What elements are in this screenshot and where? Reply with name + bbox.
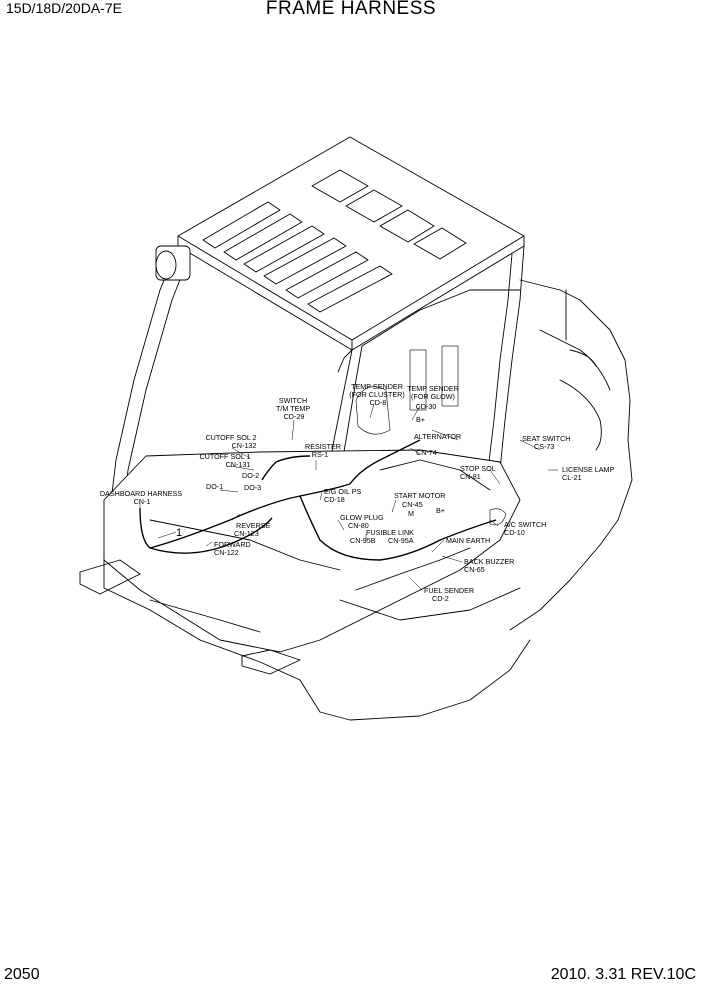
callout-fuel-sender: FUEL SENDER CD-2 <box>424 586 476 603</box>
callout-fusible-link: FUSIBLE LINK <box>366 528 414 537</box>
counterweight <box>509 279 633 631</box>
callout-b-plus-start: B+ <box>436 506 445 515</box>
callout-resister: RESISTER RS-1 <box>305 442 343 459</box>
model-number: 15D/18D/20DA-7E <box>6 0 122 16</box>
callout-dashboard-harness: DASHBOARD HARNESS CN-1 <box>100 489 184 506</box>
harness-wires <box>139 439 497 561</box>
callout-stop-sol: STOP SOL CN-81 <box>460 464 497 481</box>
page-number: 2050 <box>4 966 40 983</box>
callout-back-buzzer: BACK BUZZER CN-65 <box>464 557 516 574</box>
callout-item-1: 1 <box>176 527 182 539</box>
callout-reverse: REVERSE CN-123 <box>234 521 272 538</box>
callout-seat-switch: SEAT SWITCH CS-73 <box>522 434 572 451</box>
page-title: FRAME HARNESS <box>265 0 437 19</box>
leader-lines <box>139 403 558 591</box>
callout-cutoff-sol-1: CUTOFF SOL 1 CN-131 <box>199 452 252 469</box>
callout-labels: TEMP SENDER (FOR CLUSTER) CD-8 TEMP SEND… <box>100 382 616 603</box>
callout-switch-tm-temp: SWITCH T/M TEMP CD-29 <box>276 396 312 421</box>
revision-date: 2010. 3.31 REV.10C <box>550 966 696 983</box>
callout-temp-sender-cluster: TEMP SENDER (FOR CLUSTER) CD-8 <box>349 382 407 407</box>
callout-eg-oil-ps: E/G OIL PS CD-18 <box>324 487 363 504</box>
callout-start-motor: START MOTOR CN-45 <box>394 491 447 509</box>
frame-body <box>79 345 531 721</box>
callout-m-term: M <box>408 509 414 518</box>
callout-do-3: DO-3 <box>244 483 261 492</box>
callout-b-plus-alt: B+ <box>416 415 425 424</box>
callout-temp-sender-glow: TEMP SENDER (FOR GLOW) CD-30 <box>407 384 461 411</box>
overhead-guard <box>177 136 525 351</box>
callout-do-2: DO-2 <box>242 471 259 480</box>
callout-cn-95: CN-95B CN-95A <box>350 536 414 545</box>
callout-forward: FORWARD CN-122 <box>214 540 253 557</box>
callout-main-earth: MAIN EARTH <box>446 536 490 545</box>
callout-cn-74: CN-74 <box>416 448 437 457</box>
callout-cutoff-sol-2: CUTOFF SOL 2 CN-132 <box>205 433 258 450</box>
callout-alternator: ALTERNATOR <box>414 432 461 441</box>
work-lamp <box>155 245 191 281</box>
callout-glow-plug: GLOW PLUG CN-80 <box>340 513 386 530</box>
callout-license-lamp: LICENSE LAMP CL-21 <box>562 465 616 482</box>
callout-do-1: DO-1 <box>206 482 223 491</box>
callout-ac-switch: A/C SWITCH CD-10 <box>504 520 548 537</box>
